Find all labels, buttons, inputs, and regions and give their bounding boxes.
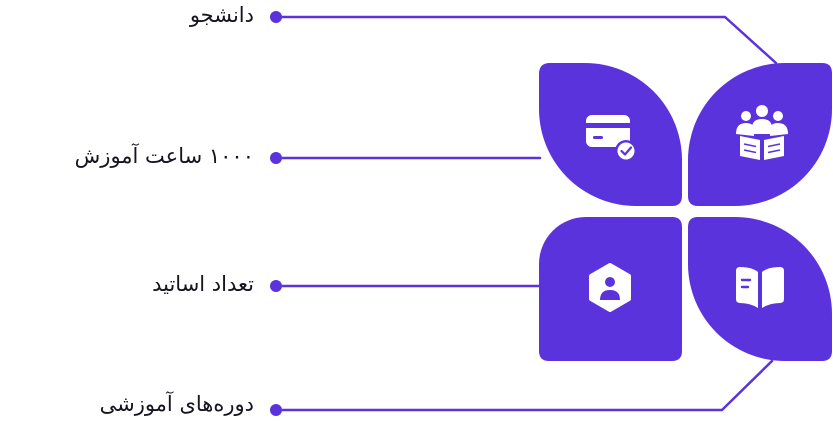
label-courses: دوره‌های آموزشی (99, 392, 254, 416)
connector-line-courses (274, 359, 774, 412)
connector-dot-hours (270, 152, 282, 164)
students-reading-icon (736, 105, 788, 160)
connector-line-students (274, 15, 778, 65)
label-teachers: تعداد اساتید (152, 272, 254, 296)
label-hours: ۱۰۰۰ ساعت آموزش (74, 144, 254, 168)
label-students: دانشجو (189, 3, 254, 27)
petal-bottom-right (688, 217, 832, 361)
connector-dot-teachers (270, 280, 282, 292)
connector-dot-courses (270, 404, 282, 416)
user-badge-icon (589, 263, 631, 312)
petal-top-right (688, 63, 832, 206)
card-check-icon (586, 115, 637, 162)
connector-dot-students (270, 11, 282, 23)
